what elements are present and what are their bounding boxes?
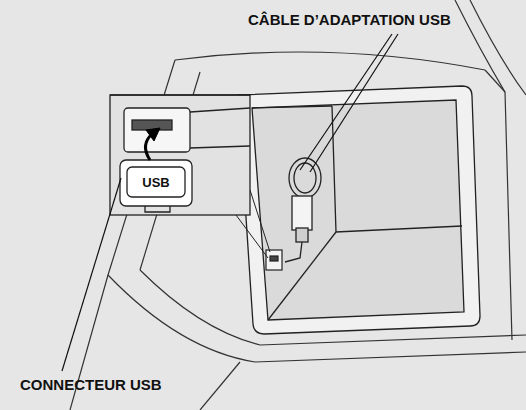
- leader-line: [62, 178, 121, 371]
- storage-bin: [238, 86, 480, 334]
- inset: [127, 167, 185, 197]
- usb-connector-small: [270, 256, 278, 261]
- storage-bin: [332, 106, 462, 232]
- inset: [110, 95, 250, 215]
- storage-bin: [268, 232, 336, 320]
- inset: [120, 160, 192, 206]
- usb-connector-small: [266, 250, 282, 270]
- inset-lines: [250, 190, 270, 252]
- leader-line: [300, 34, 392, 170]
- console-body: [175, 52, 485, 70]
- adapter-cable: [292, 196, 312, 230]
- callout-label: CÂBLE D’ADAPTATION USB: [248, 12, 451, 27]
- usb-connector-small: [266, 250, 282, 270]
- open-arrow: [145, 128, 160, 160]
- adapter-cable: [289, 158, 321, 198]
- console-body: [485, 70, 505, 92]
- console-body: [505, 92, 512, 340]
- inset: [124, 108, 190, 152]
- adapter-cable: [285, 242, 302, 262]
- inset: [145, 206, 170, 212]
- callout-label: CONNECTEUR USB: [20, 377, 162, 392]
- leader-line: [62, 34, 398, 371]
- adapter-cable: [285, 158, 321, 262]
- console-body: [70, 0, 526, 410]
- inset: [132, 120, 172, 130]
- console-body: [455, 0, 505, 92]
- inset: [190, 146, 250, 148]
- adapter-cable: [296, 228, 308, 242]
- cover-text: USB: [142, 176, 169, 189]
- console-body: [200, 362, 240, 410]
- leader-line: [310, 34, 398, 172]
- inset-lines: [236, 215, 268, 258]
- storage-bin: [252, 100, 464, 320]
- storage-bin: [252, 106, 332, 108]
- open-arrow: [146, 128, 160, 141]
- storage-bin: [238, 86, 480, 334]
- inset: [190, 108, 250, 112]
- inset: [110, 95, 250, 215]
- open-arrow: [145, 134, 152, 160]
- inset: [110, 94, 250, 95]
